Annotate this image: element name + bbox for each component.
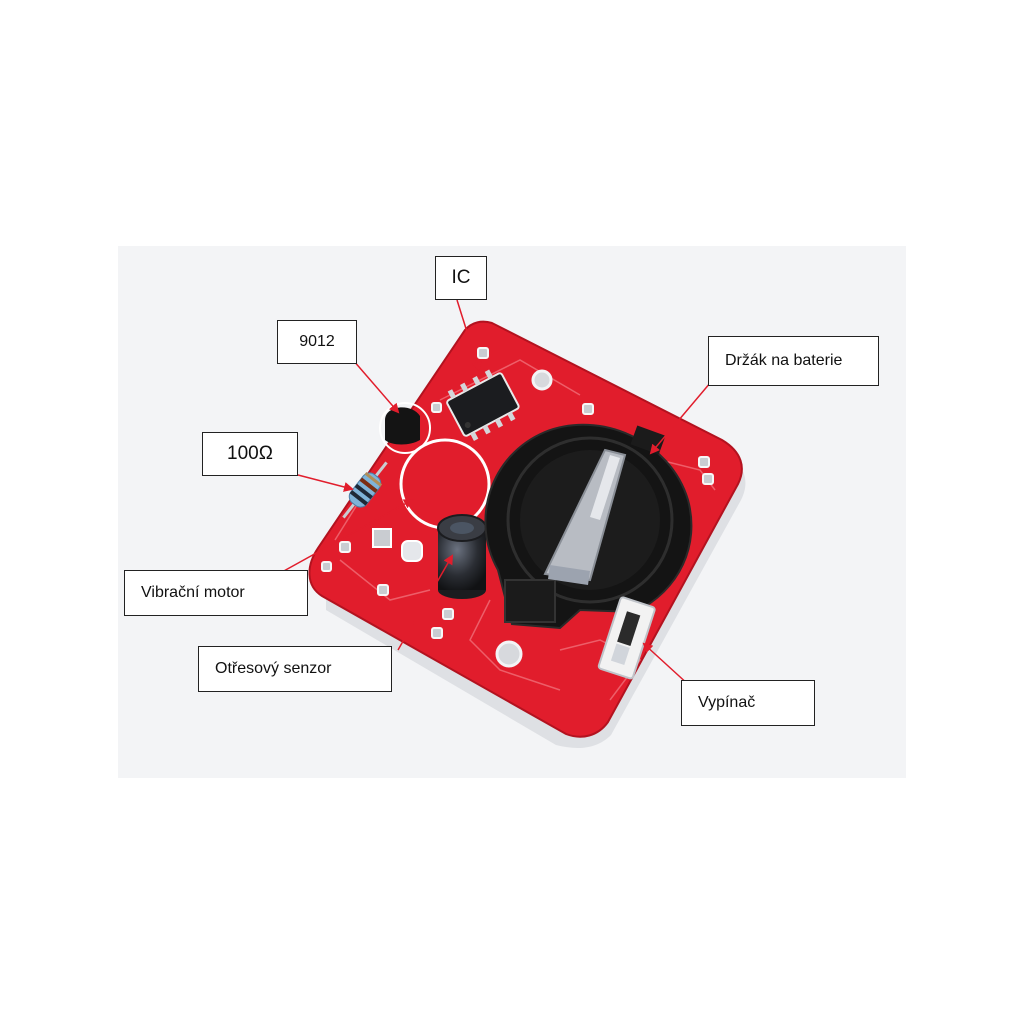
capacitor-icon (437, 514, 487, 599)
leader-switch (642, 642, 691, 687)
leader-resistor (297, 474, 354, 492)
mounting-hole (495, 640, 523, 668)
callout-battery-holder: Držák na baterie (708, 336, 879, 386)
leader-transistor (352, 359, 400, 414)
callout-ic: IC (435, 256, 487, 300)
resistor-icon (342, 461, 388, 519)
slide-switch-icon (597, 596, 656, 680)
callout-resistor: 100Ω (202, 432, 298, 476)
transistor-icon (379, 402, 431, 454)
callout-shake-sensor: Otřesový senzor (198, 646, 392, 692)
leader-battery-holder (649, 375, 717, 455)
coin-cell-holder-icon (484, 423, 693, 630)
leader-shake-sensor (397, 554, 453, 651)
leader-vibration-motor (281, 499, 414, 573)
mounting-hole (531, 369, 553, 391)
ic-chip-icon (446, 369, 520, 441)
callout-transistor: 9012 (277, 320, 357, 364)
callout-vibration-motor: Vibrační motor (124, 570, 308, 616)
leader-ic (456, 299, 482, 372)
callout-switch: Vypínač (681, 680, 815, 726)
